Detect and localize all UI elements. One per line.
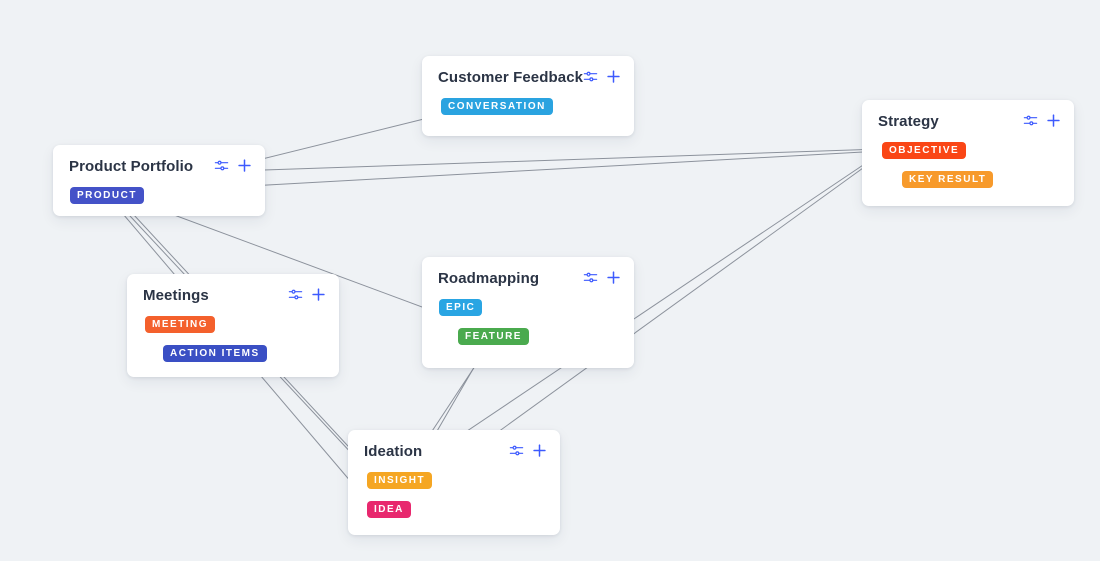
badge-key-result[interactable]: KEY RESULT	[902, 171, 994, 188]
card-actions	[583, 69, 621, 84]
card-ideation[interactable]: Ideation INSIGHT IDEA	[348, 430, 560, 535]
plus-icon[interactable]	[606, 69, 621, 84]
card-roadmapping[interactable]: Roadmapping EPIC FEATURE	[422, 257, 634, 368]
card-customer-feedback[interactable]: Customer Feedback CONVERSATION	[422, 56, 634, 136]
connector-portfolio-edge-to-objective	[263, 149, 881, 171]
plus-icon[interactable]	[532, 443, 547, 458]
card-actions	[509, 443, 547, 458]
card-header: Ideation	[348, 430, 560, 464]
sliders-icon[interactable]	[214, 158, 229, 173]
sliders-icon[interactable]	[583, 270, 598, 285]
plus-icon[interactable]	[237, 158, 252, 173]
badge-action-items[interactable]: ACTION ITEMS	[163, 345, 267, 362]
badge-epic[interactable]: EPIC	[439, 299, 483, 316]
badge-insight[interactable]: INSIGHT	[367, 472, 433, 489]
badge-feature[interactable]: FEATURE	[458, 328, 529, 345]
badge-conversation[interactable]: CONVERSATION	[441, 98, 553, 115]
sliders-icon[interactable]	[583, 69, 598, 84]
card-title: Meetings	[143, 287, 209, 304]
card-strategy[interactable]: Strategy OBJECTIVE KEY RESULT	[862, 100, 1074, 206]
card-header: Roadmapping	[422, 257, 634, 291]
card-title: Strategy	[878, 113, 939, 130]
card-product-portfolio[interactable]: Product Portfolio PRODUCT	[53, 145, 265, 216]
sliders-icon[interactable]	[288, 287, 303, 302]
plus-icon[interactable]	[311, 287, 326, 302]
card-title: Customer Feedback	[438, 69, 584, 86]
sliders-icon[interactable]	[1023, 113, 1038, 128]
card-header: Meetings	[127, 274, 339, 308]
card-header: Strategy	[862, 100, 1074, 134]
plus-icon[interactable]	[606, 270, 621, 285]
card-actions	[288, 287, 326, 302]
badge-objective[interactable]: OBJECTIVE	[882, 142, 967, 159]
card-actions	[214, 158, 252, 173]
card-title: Product Portfolio	[69, 158, 194, 175]
card-actions	[583, 270, 621, 285]
card-header: Customer Feedback	[422, 56, 634, 90]
card-meetings[interactable]: Meetings MEETING ACTION ITEMS	[127, 274, 339, 377]
card-actions	[1023, 113, 1061, 128]
badge-idea[interactable]: IDEA	[367, 501, 411, 518]
card-title: Ideation	[364, 443, 423, 460]
badge-product[interactable]: PRODUCT	[70, 187, 144, 204]
plus-icon[interactable]	[1046, 113, 1061, 128]
badge-meeting[interactable]: MEETING	[145, 316, 216, 333]
sliders-icon[interactable]	[509, 443, 524, 458]
card-header: Product Portfolio	[53, 145, 265, 179]
card-title: Roadmapping	[438, 270, 540, 287]
